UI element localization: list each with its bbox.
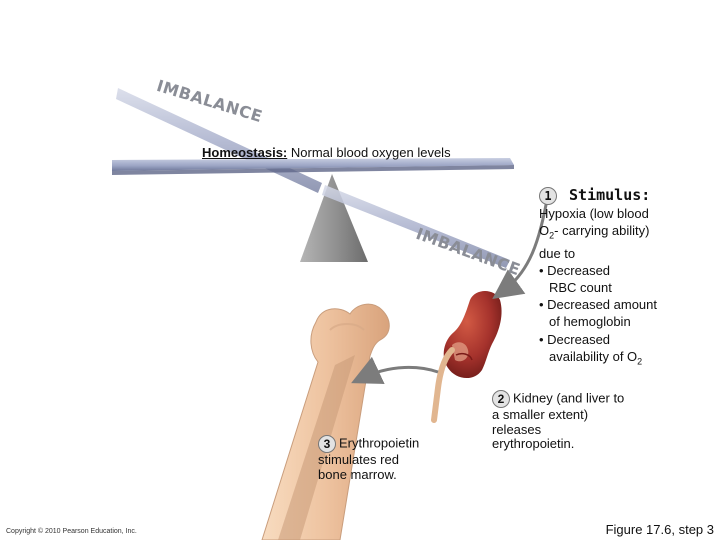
fulcrum-triangle [300,174,368,262]
femur-bone [261,303,390,540]
stimulus-line: due to [539,245,576,261]
stimulus-o: O [539,222,550,238]
kidney-step-line-3: releases [492,421,542,437]
figure-label: Figure 17.6, step 3 [605,522,714,537]
bone-step-line-3: bone marrow. [318,466,397,482]
kidney-step-line-4: erythropoietin. [492,436,575,451]
stimulus-block: 1 Stimulus: Hypoxia (low blood O2- carry… [539,186,657,371]
stimulus-line-o2: O2- carrying ability) [539,222,657,245]
homeostasis-text: Normal blood oxygen levels [290,145,451,160]
bone-step-line-2: stimulates red [318,452,399,467]
homeostasis-title: Homeostasis: Normal blood oxygen levels [202,145,451,160]
stimulus-text: Hypoxia (low blood O2- carrying ability)… [539,205,657,371]
stimulus-bullet-2: • Decreased amount [539,297,658,313]
imbalance-beam-lower [322,185,510,268]
kidney [431,291,502,423]
copyright-notice: Copyright © 2010 Pearson Education, Inc. [6,528,137,535]
kidney-step-text: Kidney (and liver to [513,390,625,406]
stimulus-bullet-3-cont: availability of O2 [539,348,657,371]
stimulus-o2-sub-2: 2 [637,356,643,367]
step-3-badge: 3 [318,435,336,453]
stimulus-bullet-3: • Decreased [539,331,611,347]
stimulus-heading: Stimulus: [569,186,651,204]
stimulus-heading-row: 1 Stimulus: [539,186,657,205]
homeostasis-label: Homeostasis: [202,145,288,160]
arrow-stimulus-to-kidney [492,193,550,299]
stimulus-bullet-1: • Decreased [539,262,611,278]
homeostasis-beam [112,158,514,175]
stimulus-o2-sub: 2 [549,230,555,241]
step-1-badge: 1 [539,186,557,205]
bone-step-text: Erythropoietin [339,435,420,451]
stimulus-line: Hypoxia (low blood [539,205,649,221]
kidney-step-line-2: a smaller extent) [492,407,589,422]
step-2-badge: 2 [492,390,510,408]
stimulus-o2-rest: - carrying ability) [554,222,650,238]
arrow-kidney-to-bone [351,356,439,384]
stimulus-bullet-1-cont: RBC count [549,279,612,295]
stimulus-bullet-2-cont: of hemoglobin [549,314,631,330]
stimulus-availability: availability of O [549,348,638,364]
